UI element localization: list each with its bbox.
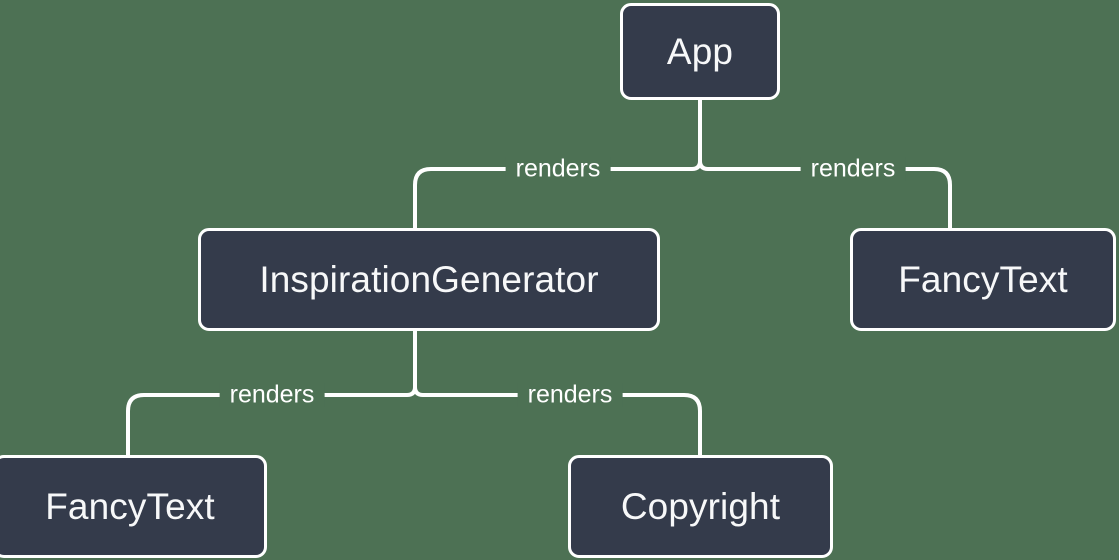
edge-inspgen-to-copyright xyxy=(683,393,702,455)
edge-inspgen-to-fancytext-left xyxy=(126,393,145,455)
node-copyright-label: Copyright xyxy=(620,486,781,527)
edge-label-app-to-fancytext-right: renders xyxy=(800,156,906,182)
edge-app-to-inspgen xyxy=(413,167,432,228)
node-app[interactable]: App xyxy=(620,3,780,100)
node-fancytext-left-label: FancyText xyxy=(45,486,215,527)
node-inspirationgenerator-label: InspirationGenerator xyxy=(259,259,599,300)
node-fancytext-left[interactable]: FancyText xyxy=(0,455,267,558)
edge-label-app-to-inspirationgenerator: renders xyxy=(505,156,611,182)
node-inspirationgenerator[interactable]: InspirationGenerator xyxy=(198,228,660,331)
node-app-label: App xyxy=(666,31,734,72)
node-fancytext-right[interactable]: FancyText xyxy=(850,228,1116,331)
node-copyright[interactable]: Copyright xyxy=(568,455,833,558)
node-fancytext-right-label: FancyText xyxy=(898,259,1068,300)
edge-app-to-fancytext-right xyxy=(933,167,952,228)
edge-label-inspirationgenerator-to-copyright: renders xyxy=(517,382,623,408)
edge-label-inspirationgenerator-to-fancytext-left: renders xyxy=(219,382,325,408)
